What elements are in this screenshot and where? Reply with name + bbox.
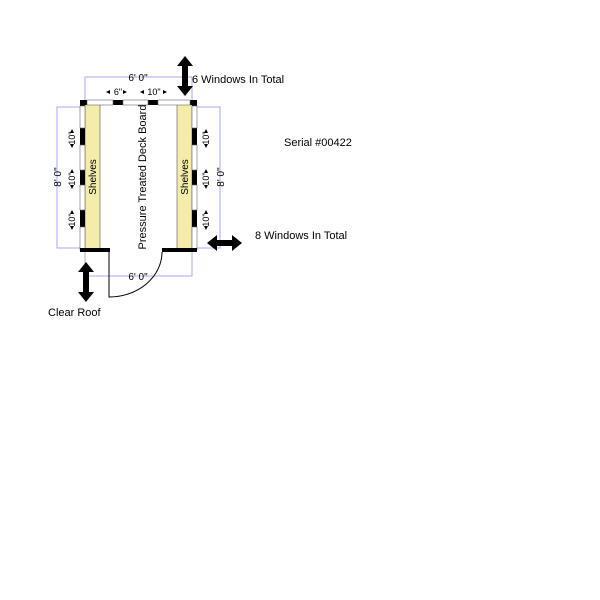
side-windows-label: 8 Windows In Total xyxy=(255,230,347,242)
right-wall xyxy=(191,101,198,252)
left-length-label: 8' 0" xyxy=(53,167,64,187)
top-gap-2: 10" xyxy=(147,87,160,97)
small-arrows xyxy=(70,90,208,230)
left-gap-2: 10" xyxy=(67,172,77,185)
left-gap-1: 10" xyxy=(67,131,77,144)
double-arrow-icon xyxy=(207,235,242,251)
right-shelves-label: Shelves xyxy=(180,159,191,195)
top-width-label: 6' 0" xyxy=(128,73,148,84)
right-gap-3: 10" xyxy=(201,213,211,226)
right-gap-2: 10" xyxy=(201,172,211,185)
floor-label: Pressure Treated Deck Board xyxy=(137,105,149,250)
left-wall xyxy=(79,101,86,252)
bottom-wall-left xyxy=(80,248,110,252)
top-windows-label: 6 Windows In Total xyxy=(192,74,284,86)
serial-label: Serial #00422 xyxy=(284,137,352,149)
left-shelves-label: Shelves xyxy=(88,159,99,195)
top-gap-1: 6" xyxy=(114,87,122,97)
door-swing xyxy=(108,251,163,298)
double-arrow-icon xyxy=(78,262,94,302)
bottom-wall-right xyxy=(162,248,197,252)
roof-label: Clear Roof xyxy=(48,307,102,319)
right-gap-1: 10" xyxy=(201,131,211,144)
right-length-label: 8' 0" xyxy=(216,167,227,187)
top-wall xyxy=(80,99,197,106)
left-gap-3: 10" xyxy=(67,213,77,226)
double-arrow-icon xyxy=(177,56,193,96)
bottom-width-label: 6' 0" xyxy=(128,272,148,283)
